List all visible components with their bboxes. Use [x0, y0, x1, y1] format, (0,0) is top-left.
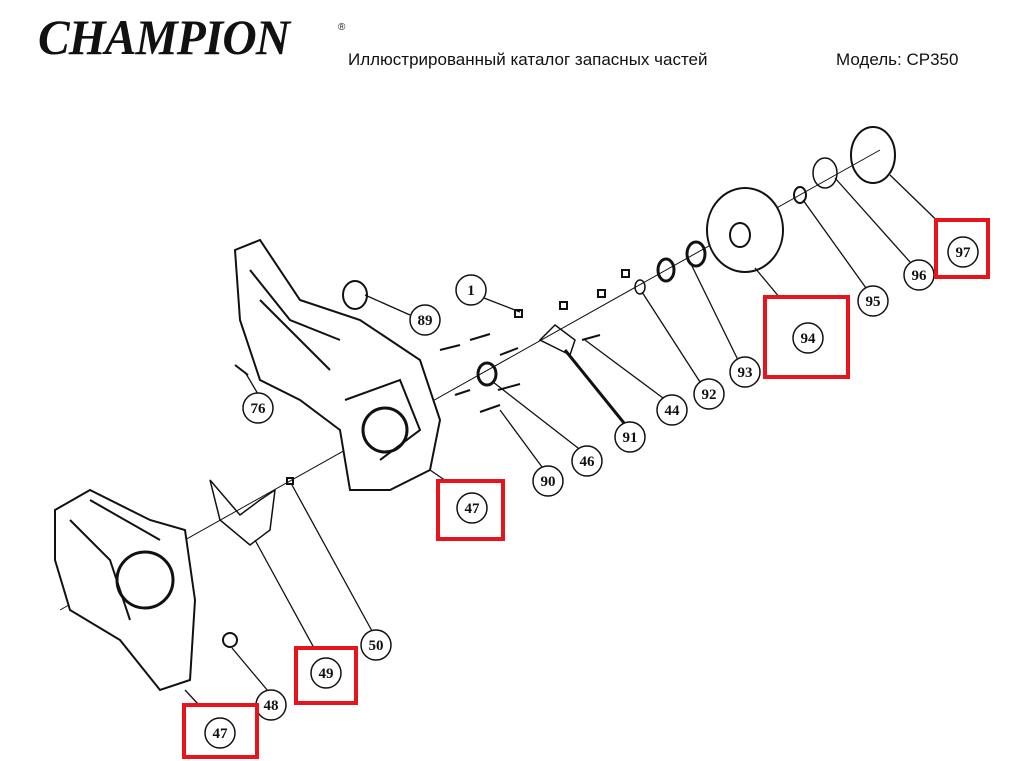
- crankcase-lower-detail: [69, 499, 161, 621]
- callout-circle: [532, 465, 564, 497]
- callout-label: 76: [251, 401, 267, 417]
- callout-circle: [456, 492, 488, 524]
- callout-group: 1 89 76 44 92 93 94 95 96 97 91 46 90 47 50 49 48 47: [182, 218, 990, 759]
- callout-76: 76: [242, 392, 274, 424]
- registered-mark: ®: [338, 22, 346, 33]
- washer-96: [812, 157, 838, 189]
- callout-label: 96: [912, 268, 928, 284]
- callout-label: 50: [369, 638, 384, 654]
- washer-92: [634, 279, 646, 295]
- callout-label: 1: [467, 283, 475, 299]
- plate-91: [538, 324, 576, 357]
- spring-48: [222, 632, 238, 648]
- bearing-93b: [656, 257, 676, 283]
- callout-label: 44: [665, 403, 681, 419]
- callout-96: 96: [903, 259, 935, 291]
- callout-circle: [310, 657, 342, 689]
- callout-1: 1: [455, 274, 487, 306]
- callout-label: 48: [264, 698, 279, 714]
- callout-circle: [947, 236, 979, 268]
- bearing-93a: [685, 240, 707, 268]
- callout-44: 44: [656, 394, 688, 426]
- callout-circle: [455, 274, 487, 306]
- callout-46: 46: [571, 445, 603, 477]
- callout-circle: [656, 394, 688, 426]
- callout-label: 91: [623, 430, 638, 446]
- callout-label: 92: [702, 387, 717, 403]
- seal-46: [476, 361, 498, 387]
- clutch-drum-97: [850, 126, 896, 184]
- callout-92: 92: [693, 378, 725, 410]
- callout-48: 48: [255, 689, 287, 721]
- model-label: Модель: CP350: [836, 50, 959, 69]
- callout-95: 95: [857, 285, 889, 317]
- callout-94: 94: [763, 295, 850, 379]
- callout-47: 47: [182, 703, 259, 759]
- flywheel-part-94: [706, 187, 784, 273]
- callout-label: 46: [580, 454, 596, 470]
- callout-47: 47: [436, 479, 505, 541]
- callout-89: 89: [409, 304, 441, 336]
- callout-label: 49: [319, 666, 334, 682]
- callout-circle: [857, 285, 889, 317]
- callout-91: 91: [614, 421, 646, 453]
- champion-logo: CHAMPION: [38, 8, 290, 66]
- callout-label: 89: [418, 313, 433, 329]
- callout-circle: [792, 322, 824, 354]
- callout-circle: [409, 304, 441, 336]
- callout-label: 95: [866, 294, 881, 310]
- callout-circle: [204, 717, 236, 749]
- callout-93: 93: [729, 356, 761, 388]
- callout-90: 90: [532, 465, 564, 497]
- catalog-title: Иллюстрированный каталог запасных частей: [348, 50, 708, 69]
- callout-circle: [242, 392, 274, 424]
- callout-circle: [360, 629, 392, 661]
- crankcase-half-upper: [233, 238, 442, 491]
- callout-circle: [614, 421, 646, 453]
- logo-text: CHAMPION: [38, 9, 290, 65]
- callout-49: 49: [294, 646, 358, 705]
- callout-label: 94: [801, 331, 817, 347]
- callout-label: 97: [956, 245, 972, 261]
- callout-label: 47: [213, 726, 229, 742]
- washer-95: [793, 186, 807, 204]
- callout-97: 97: [934, 218, 990, 279]
- callout-label: 90: [541, 474, 556, 490]
- callout-label: 47: [465, 501, 481, 517]
- callout-label: 93: [738, 365, 753, 381]
- callout-circle: [693, 378, 725, 410]
- crankcase-bearing-seat: [361, 406, 409, 454]
- part-89: [342, 280, 368, 310]
- callout-50: 50: [360, 629, 392, 661]
- callout-circle: [729, 356, 761, 388]
- leader-lines: [184, 174, 956, 721]
- gasket: [209, 479, 276, 546]
- callout-circle: [571, 445, 603, 477]
